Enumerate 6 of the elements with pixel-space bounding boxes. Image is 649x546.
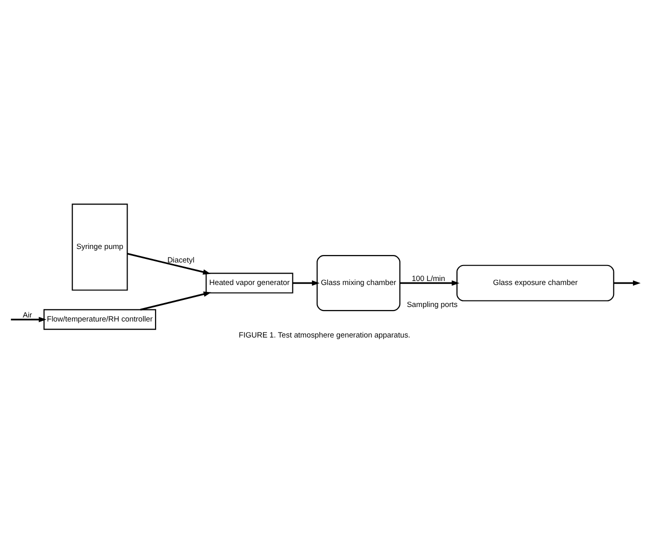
arrow — [292, 280, 320, 286]
arrow — [127, 252, 211, 275]
arrow — [10, 316, 46, 322]
arrow — [400, 280, 460, 286]
arrow — [140, 292, 212, 310]
arrow — [614, 280, 641, 286]
